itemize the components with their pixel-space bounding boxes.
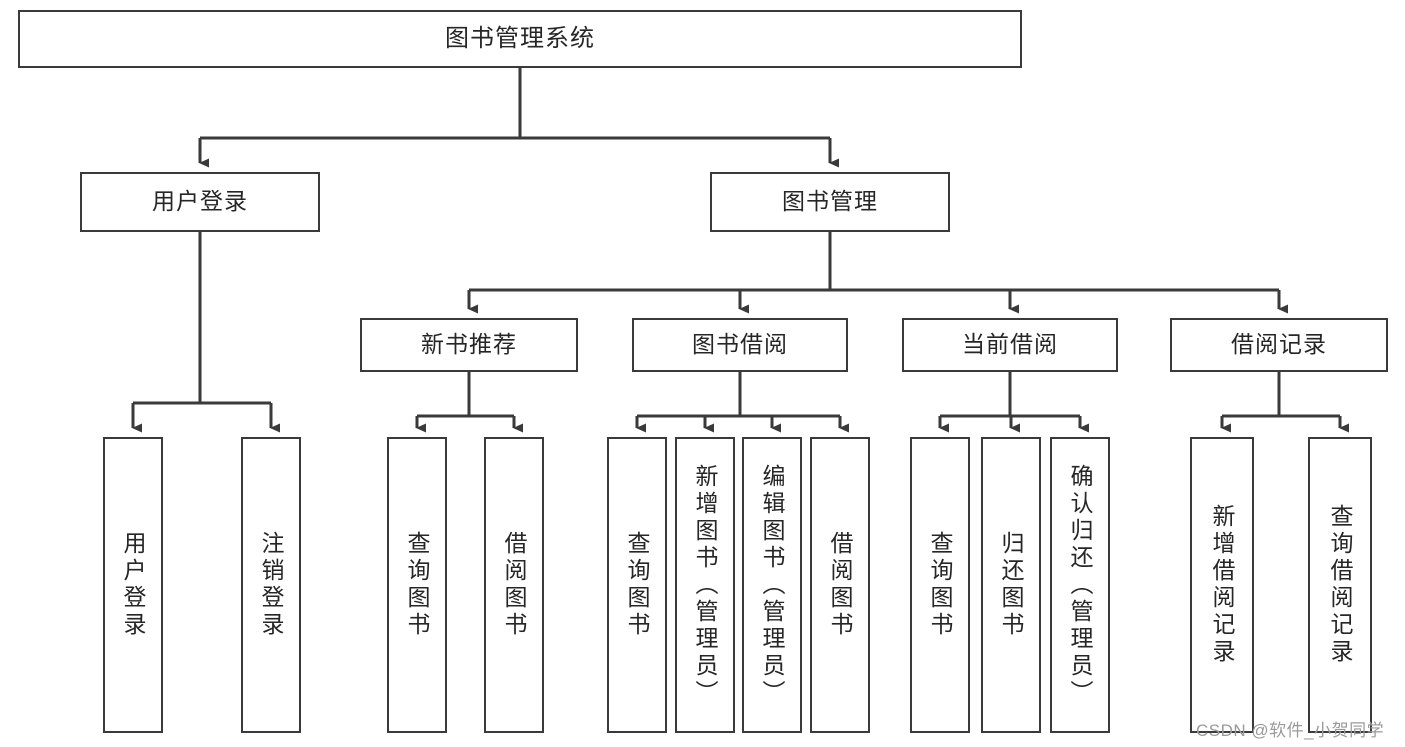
node-user-login[interactable]: 用户登录 (80, 172, 320, 232)
node-leaf-query-book-3[interactable]: 查询图书 (910, 437, 970, 733)
node-root[interactable]: 图书管理系统 (18, 10, 1022, 68)
node-label: 查询图书 (624, 531, 651, 639)
node-book-manage[interactable]: 图书管理 (710, 172, 950, 232)
node-leaf-borrow-book-1[interactable]: 借阅图书 (484, 437, 544, 733)
node-leaf-edit-book[interactable]: 编辑图书（管理员） (742, 437, 802, 733)
node-book-borrow[interactable]: 图书借阅 (632, 318, 848, 372)
node-label: 查询图书 (927, 531, 954, 639)
node-leaf-add-record[interactable]: 新增借阅记录 (1190, 437, 1254, 733)
node-leaf-query-book-2[interactable]: 查询图书 (607, 437, 667, 733)
watermark-text: CSDN @软件_小贺同学 (1196, 721, 1385, 740)
node-leaf-query-book-1[interactable]: 查询图书 (387, 437, 447, 733)
node-label: 用户登录 (120, 531, 147, 639)
node-label: 注销登录 (258, 531, 285, 639)
node-borrow-record[interactable]: 借阅记录 (1170, 318, 1388, 372)
node-leaf-borrow-book-2[interactable]: 借阅图书 (810, 437, 870, 733)
node-label: 编辑图书（管理员） (759, 463, 786, 707)
node-leaf-return-book[interactable]: 归还图书 (981, 437, 1041, 733)
node-label: 新增借阅记录 (1209, 504, 1236, 666)
node-label: 查询图书 (404, 531, 431, 639)
node-label: 借阅图书 (501, 531, 528, 639)
node-label: 新增图书（管理员） (692, 463, 719, 707)
node-label: 查询借阅记录 (1327, 504, 1354, 666)
node-label: 归还图书 (998, 531, 1025, 639)
node-leaf-user-login[interactable]: 用户登录 (103, 437, 163, 733)
node-leaf-query-record[interactable]: 查询借阅记录 (1308, 437, 1372, 733)
node-leaf-add-book[interactable]: 新增图书（管理员） (675, 437, 735, 733)
node-leaf-user-logout[interactable]: 注销登录 (241, 437, 301, 733)
node-current-borrow[interactable]: 当前借阅 (902, 318, 1118, 372)
node-new-book-rec[interactable]: 新书推荐 (360, 318, 578, 372)
node-label: 确认归还（管理员） (1067, 463, 1094, 707)
node-leaf-confirm-return[interactable]: 确认归还（管理员） (1050, 437, 1110, 733)
node-label: 借阅图书 (827, 531, 854, 639)
